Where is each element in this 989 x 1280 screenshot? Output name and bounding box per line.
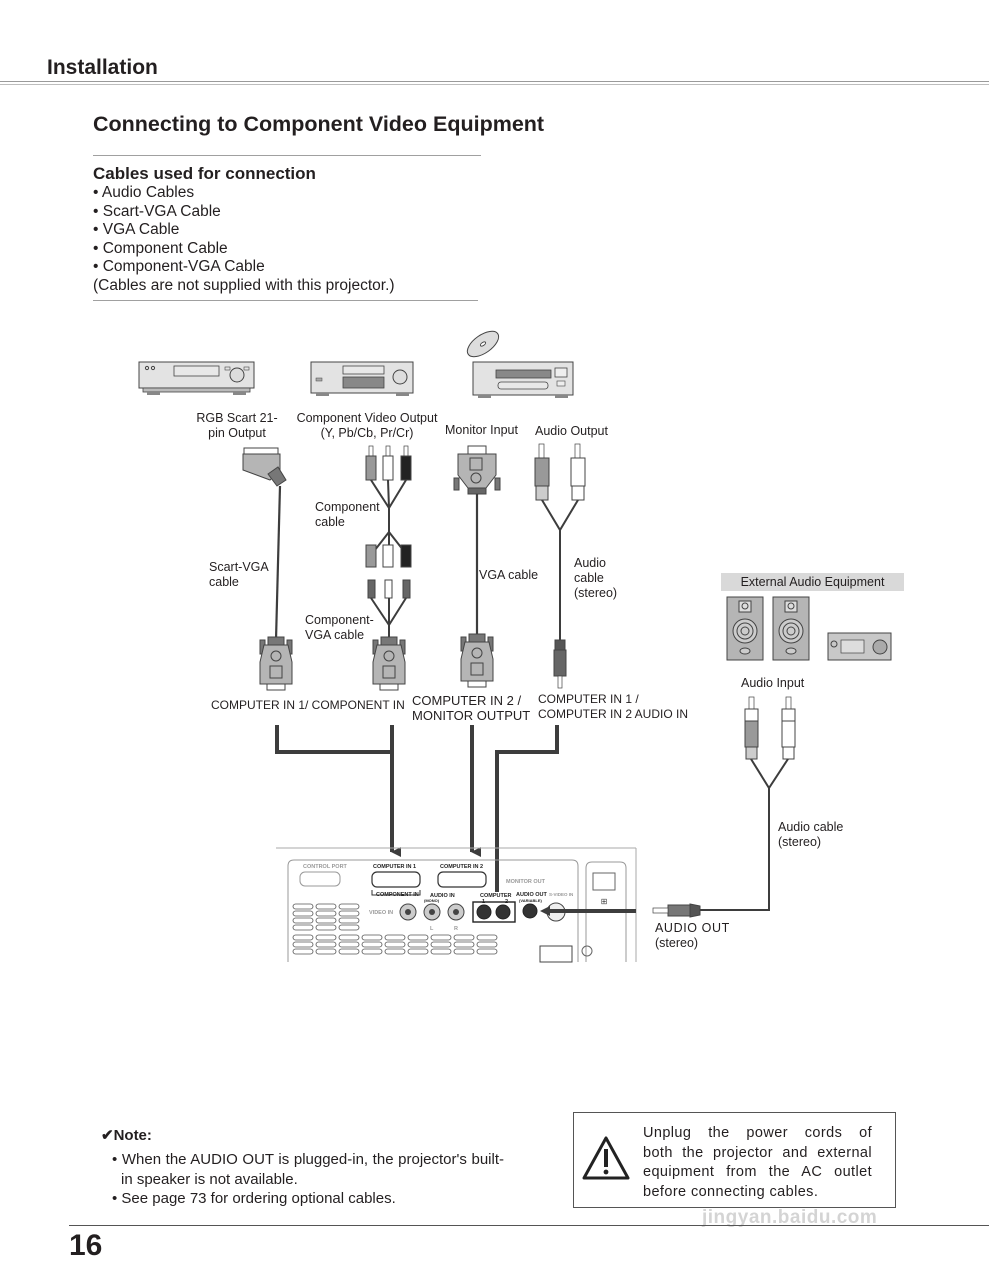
mini-jack-plug-icon: [553, 639, 567, 689]
panel-label-audio-in: AUDIO IN: [430, 893, 455, 899]
note-list: • When the AUDIO OUT is plugged-in, the …: [112, 1150, 504, 1209]
audio-input-rca-plugs-icon: [744, 696, 796, 760]
panel-label-audio-out: AUDIO OUT: [516, 892, 548, 898]
cables-used-box: Cables used for connection • Audio Cable…: [93, 164, 478, 296]
label-component-video-output: Component Video Output (Y, Pb/Cb, Pr/Cr): [296, 411, 438, 440]
cable-item: • Audio Cables: [93, 184, 195, 201]
label-audio-cable: Audio cable (stereo): [574, 556, 618, 600]
dvd-player-icon: [310, 361, 414, 396]
cable-item: • Scart-VGA Cable: [93, 202, 221, 220]
watermark: jingyan.baidu.com: [702, 1207, 878, 1228]
note-item: • See page 73 for ordering optional cabl…: [112, 1190, 396, 1207]
label-computer-audio-in: COMPUTER IN 1 / COMPUTER IN 2 AUDIO IN: [538, 692, 689, 721]
vga-connector-bottom-icon: [259, 636, 293, 691]
panel-label-s-video-in: S-VIDEO IN: [549, 892, 573, 897]
cables-used-title: Cables used for connection: [93, 164, 316, 183]
external-audio-equipment-label: External Audio Equipment: [721, 573, 904, 591]
page-number: 16: [69, 1229, 103, 1262]
panel-label-video-in: VIDEO IN: [369, 910, 393, 916]
vga-connector-top-icon: [453, 445, 501, 495]
speaker-right-icon: [772, 596, 810, 661]
label-component-vga-cable: Component- VGA cable: [305, 613, 374, 642]
panel-label-computer-in1: COMPUTER IN 1: [373, 864, 416, 870]
panel-label-component-in: COMPONENT IN: [376, 892, 419, 898]
projector-rear-panel: ⊞: [276, 847, 637, 963]
component-rca-plugs-icon: [365, 445, 412, 481]
footer-rule: [69, 1225, 989, 1226]
vcr-device-icon: [138, 361, 255, 395]
label-audio-output: Audio Output: [535, 424, 608, 438]
cables-footnote: (Cables are not supplied with this proje…: [93, 276, 395, 294]
panel-label-right: R: [454, 926, 458, 932]
panel-label-variable: (VARIABLE): [519, 898, 542, 903]
panel-label-monitor-out: MONITOR OUT: [506, 879, 546, 885]
panel-label-jack2: 2: [505, 899, 508, 905]
cable-item: • VGA Cable: [93, 221, 180, 239]
label-computer-in1-component-in: COMPUTER IN 1/ COMPONENT IN: [211, 698, 405, 712]
scart-connector-icon: [242, 447, 287, 487]
page-heading: Connecting to Component Video Equipment: [93, 112, 545, 136]
external-audio-cable-line: [700, 758, 789, 911]
cable-item: • Component Cable: [93, 239, 228, 257]
svg-text:⊞: ⊞: [601, 897, 608, 906]
speaker-left-icon: [726, 596, 764, 661]
label-audio-input: Audio Input: [741, 676, 805, 690]
label-scart-vga-cable: Scart-VGA cable: [209, 560, 269, 589]
vga-connector-bottom-icon: [372, 636, 406, 691]
section-title: Installation: [47, 56, 158, 79]
warning-text: Unplug the power cords of both the proje…: [643, 1125, 872, 1200]
scart-vga-cable-line: [274, 485, 282, 641]
label-component-cable: Component cable: [315, 500, 380, 529]
cable-item: • Component-VGA Cable: [93, 258, 265, 276]
panel-label-left: L: [430, 926, 434, 932]
label-vga-cable: VGA cable: [479, 568, 539, 582]
label-rgb-scart-output: RGB Scart 21- pin Output: [196, 411, 278, 440]
label-audio-out-stereo: AUDIO OUT (stereo): [655, 921, 730, 950]
panel-label-mono: (MONO): [424, 898, 440, 903]
audio-cable-line: [541, 499, 579, 640]
component-vga-cable-line: [370, 597, 407, 640]
audio-out-mini-jack-icon: [652, 903, 701, 918]
panel-label-computer-in2: COMPUTER IN 2: [440, 864, 483, 870]
header-rule: [0, 81, 989, 82]
audio-rca-plugs-icon: [534, 443, 586, 501]
component-rca-jacks-icon: [365, 544, 412, 599]
note-item: • When the AUDIO OUT is plugged-in, the …: [112, 1151, 504, 1188]
cables-box-bottom-rule: [93, 300, 478, 301]
arrow-audio-in: [495, 725, 559, 892]
panel-label-jack1: 1: [482, 899, 485, 905]
warning-triangle-icon: [582, 1136, 630, 1180]
label-monitor-input: Monitor Input: [445, 423, 518, 437]
vga-connector-bottom-icon: [460, 633, 494, 688]
warning-box: [573, 1112, 896, 1208]
panel-label-control-port: CONTROL PORT: [303, 864, 348, 870]
panel-label-computer: COMPUTER: [480, 893, 512, 899]
cables-box-top-rule: [93, 155, 481, 156]
amplifier-icon: [827, 632, 892, 661]
routing-line-computer-in1: [275, 725, 392, 754]
label-external-audio-cable: Audio cable (stereo): [778, 820, 844, 849]
note-title: ✔Note:: [101, 1127, 152, 1144]
disc-player-icon: [466, 330, 574, 398]
header-rule-secondary: [0, 84, 989, 85]
label-computer-in2-monitor-output: COMPUTER IN 2 / MONITOR OUTPUT: [412, 693, 531, 723]
component-cable-line: [370, 479, 408, 556]
